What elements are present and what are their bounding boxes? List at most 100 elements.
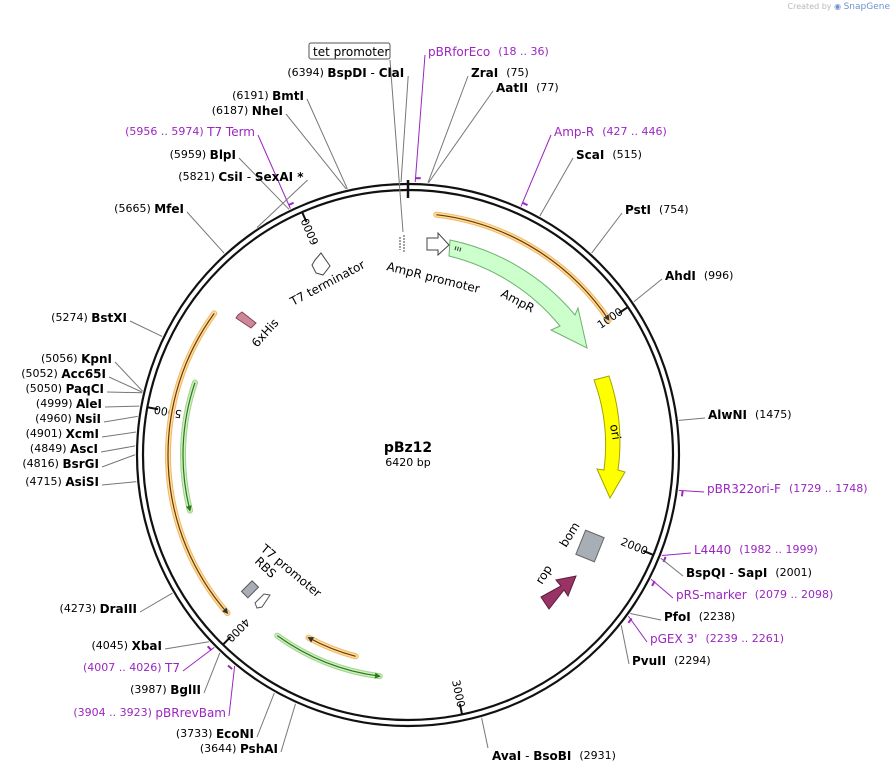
svg-text:pBRforEco(18 .. 36): pBRforEco(18 .. 36) (428, 45, 549, 59)
site-t7term[interactable]: (5956 .. 5974) T7 Term (125, 125, 255, 139)
site-t7[interactable]: (4007 .. 4026) T7 (83, 661, 180, 675)
site-nhei[interactable]: (6187) NheI (212, 104, 283, 118)
leader-ahdi (633, 278, 663, 303)
inner-strand-arcs (165, 211, 612, 680)
leader-aatii (428, 90, 494, 184)
svg-text:(5959) BlpI: (5959) BlpI (170, 148, 236, 162)
primer-mark-pbrrevbam (227, 664, 233, 670)
site-alwni[interactable]: AlwNI(1475) (708, 408, 792, 422)
site-zrai[interactable]: ZraI(75) (471, 66, 529, 80)
svg-text:(6191) BmtI: (6191) BmtI (232, 89, 304, 103)
leader-pbrforeco (414, 54, 426, 183)
site-blpi[interactable]: (5959) BlpI (170, 148, 236, 162)
svg-text:(3644) PshAI: (3644) PshAI (200, 742, 278, 756)
svg-text:pRS-marker(2079 .. 2098): pRS-marker(2079 .. 2098) (676, 588, 833, 602)
ampr-feature-arrow[interactable] (448, 239, 588, 349)
svg-text:AlwNI(1475): AlwNI(1475) (708, 408, 792, 422)
leader-t7 (182, 646, 215, 672)
site-econi[interactable]: (3733) EcoNI (176, 727, 254, 741)
tick-4000 (222, 636, 232, 646)
t7-terminator-arrow[interactable] (311, 252, 331, 276)
leader-kpni (114, 361, 143, 392)
leader-zrai (427, 75, 469, 183)
svg-text:(5956 .. 5974) T7 Term: (5956 .. 5974) T7 Term (125, 125, 255, 139)
site-asci[interactable]: (4849) AscI (30, 442, 98, 456)
leader-draiii (139, 592, 173, 613)
leader-pbrrevbam (228, 665, 236, 717)
svg-text:(5821) CsiI - SexAI *: (5821) CsiI - SexAI * (178, 170, 304, 184)
site-pvuii[interactable]: PvuII(2294) (632, 654, 711, 668)
rbs-box[interactable] (240, 580, 260, 599)
site-draiii[interactable]: (4273) DraIII (60, 602, 137, 616)
bottom-orange-arc-strand (307, 637, 356, 657)
ori-feature-arrow[interactable] (593, 375, 626, 500)
site-l4440[interactable]: L4440(1982 .. 1999) (694, 543, 818, 557)
site-kpni[interactable]: (5056) KpnI (41, 352, 112, 366)
svg-text:BspQI - SapI(2001): BspQI - SapI(2001) (686, 566, 812, 580)
leader-bmti (306, 98, 348, 190)
site-bglii[interactable]: (3987) BglII (130, 683, 201, 697)
svg-text:(4999) AleI: (4999) AleI (36, 397, 102, 411)
svg-text:(4960) NsiI: (4960) NsiI (35, 412, 101, 426)
site-acc65i[interactable]: (5052) Acc65I (21, 367, 106, 381)
leader-t7term (257, 134, 291, 209)
site-psti[interactable]: PstI(754) (625, 203, 689, 217)
primer-mark-t7 (206, 645, 213, 651)
svg-text:L4440(1982 .. 1999): L4440(1982 .. 1999) (694, 543, 818, 557)
leader-avai (481, 717, 489, 749)
site-pfoi[interactable]: PfoI(2238) (664, 610, 735, 624)
site-bspdi[interactable]: (6394) BspDI - ClaI (287, 66, 404, 80)
bom-feature-box[interactable] (575, 529, 605, 563)
site-bstxi[interactable]: (5274) BstXI (51, 311, 127, 325)
site-nsii[interactable]: (4960) NsiI (35, 412, 101, 426)
bottom-green-arc-band (274, 632, 383, 680)
svg-text:ScaI(515): ScaI(515) (576, 148, 642, 162)
bottom-green-arc-strand (276, 635, 381, 679)
site-pbrforeco[interactable]: pBRforEco(18 .. 36) (428, 45, 549, 59)
snapgene-credit: Created by ◉ SnapGene (788, 2, 891, 12)
site-ahdi[interactable]: AhdI(996) (665, 269, 733, 283)
site-scai[interactable]: ScaI(515) (576, 148, 642, 162)
site-pbrrevbam[interactable]: (3904 .. 3923) pBRrevBam (73, 706, 226, 720)
site-ampr-primer[interactable]: Amp-R(427 .. 446) (554, 125, 667, 139)
site-aatii[interactable]: AatII(77) (496, 81, 559, 95)
rop-feature-arrow[interactable] (540, 575, 577, 610)
svg-text:(5056) KpnI: (5056) KpnI (41, 352, 112, 366)
site-pbr322ori[interactable]: pBR322ori-F(1729 .. 1748) (707, 482, 868, 496)
his-tag-arrow[interactable] (235, 311, 257, 329)
site-xcmi[interactable]: (4901) XcmI (26, 427, 99, 441)
svg-text:pGEX 3'(2239 .. 2261): pGEX 3'(2239 .. 2261) (650, 632, 784, 646)
left-green-arc-strand (182, 382, 196, 512)
site-xbai[interactable]: (4045) XbaI (92, 639, 162, 653)
site-bsrgi[interactable]: (4816) BsrGI (22, 457, 99, 471)
site-pshai[interactable]: (3644) PshAI (200, 742, 278, 756)
t7-promoter-arrow[interactable] (254, 593, 271, 609)
site-alei[interactable]: (4999) AleI (36, 397, 102, 411)
svg-text:(5052) Acc65I: (5052) Acc65I (21, 367, 106, 381)
svg-text:(4901) XcmI: (4901) XcmI (26, 427, 99, 441)
site-bmti[interactable]: (6191) BmtI (232, 89, 304, 103)
plasmid-name: pBz12 (384, 440, 432, 456)
tick-label-3000: 3000 (449, 679, 467, 709)
site-labels: (6394) BspDI - ClaI (6191) BmtI(6187) Nhe… (21, 45, 867, 763)
site-paqci[interactable]: (5050) PaqCI (25, 382, 104, 396)
leader-econi (256, 692, 275, 738)
leader-bspqi (660, 557, 684, 577)
leader-alei (104, 405, 140, 408)
site-csii[interactable]: (5821) CsiI - SexAI * (178, 170, 304, 184)
site-mfei[interactable]: (5665) MfeI (114, 202, 184, 216)
leader-nsii (103, 415, 138, 423)
leader-bstxi (129, 320, 163, 337)
site-asisi[interactable]: (4715) AsiSI (25, 475, 99, 489)
site-pgex[interactable]: pGEX 3'(2239 .. 2261) (650, 632, 784, 646)
leader-bsrgi (101, 454, 136, 468)
site-prs[interactable]: pRS-marker(2079 .. 2098) (676, 588, 833, 602)
svg-text:(3904 .. 3923) pBRrevBam: (3904 .. 3923) pBRrevBam (73, 706, 226, 720)
site-avai[interactable]: AvaI - BsoBI(2931) (492, 749, 616, 763)
ampr-promoter-arrow[interactable] (426, 231, 450, 257)
site-bspqi[interactable]: BspQI - SapI(2001) (686, 566, 812, 580)
bom-label: bom (557, 520, 583, 550)
tick-label-2000: 2000 (619, 535, 650, 558)
primer-mark-pgex (627, 617, 633, 624)
credit-text: Created by (787, 2, 832, 11)
